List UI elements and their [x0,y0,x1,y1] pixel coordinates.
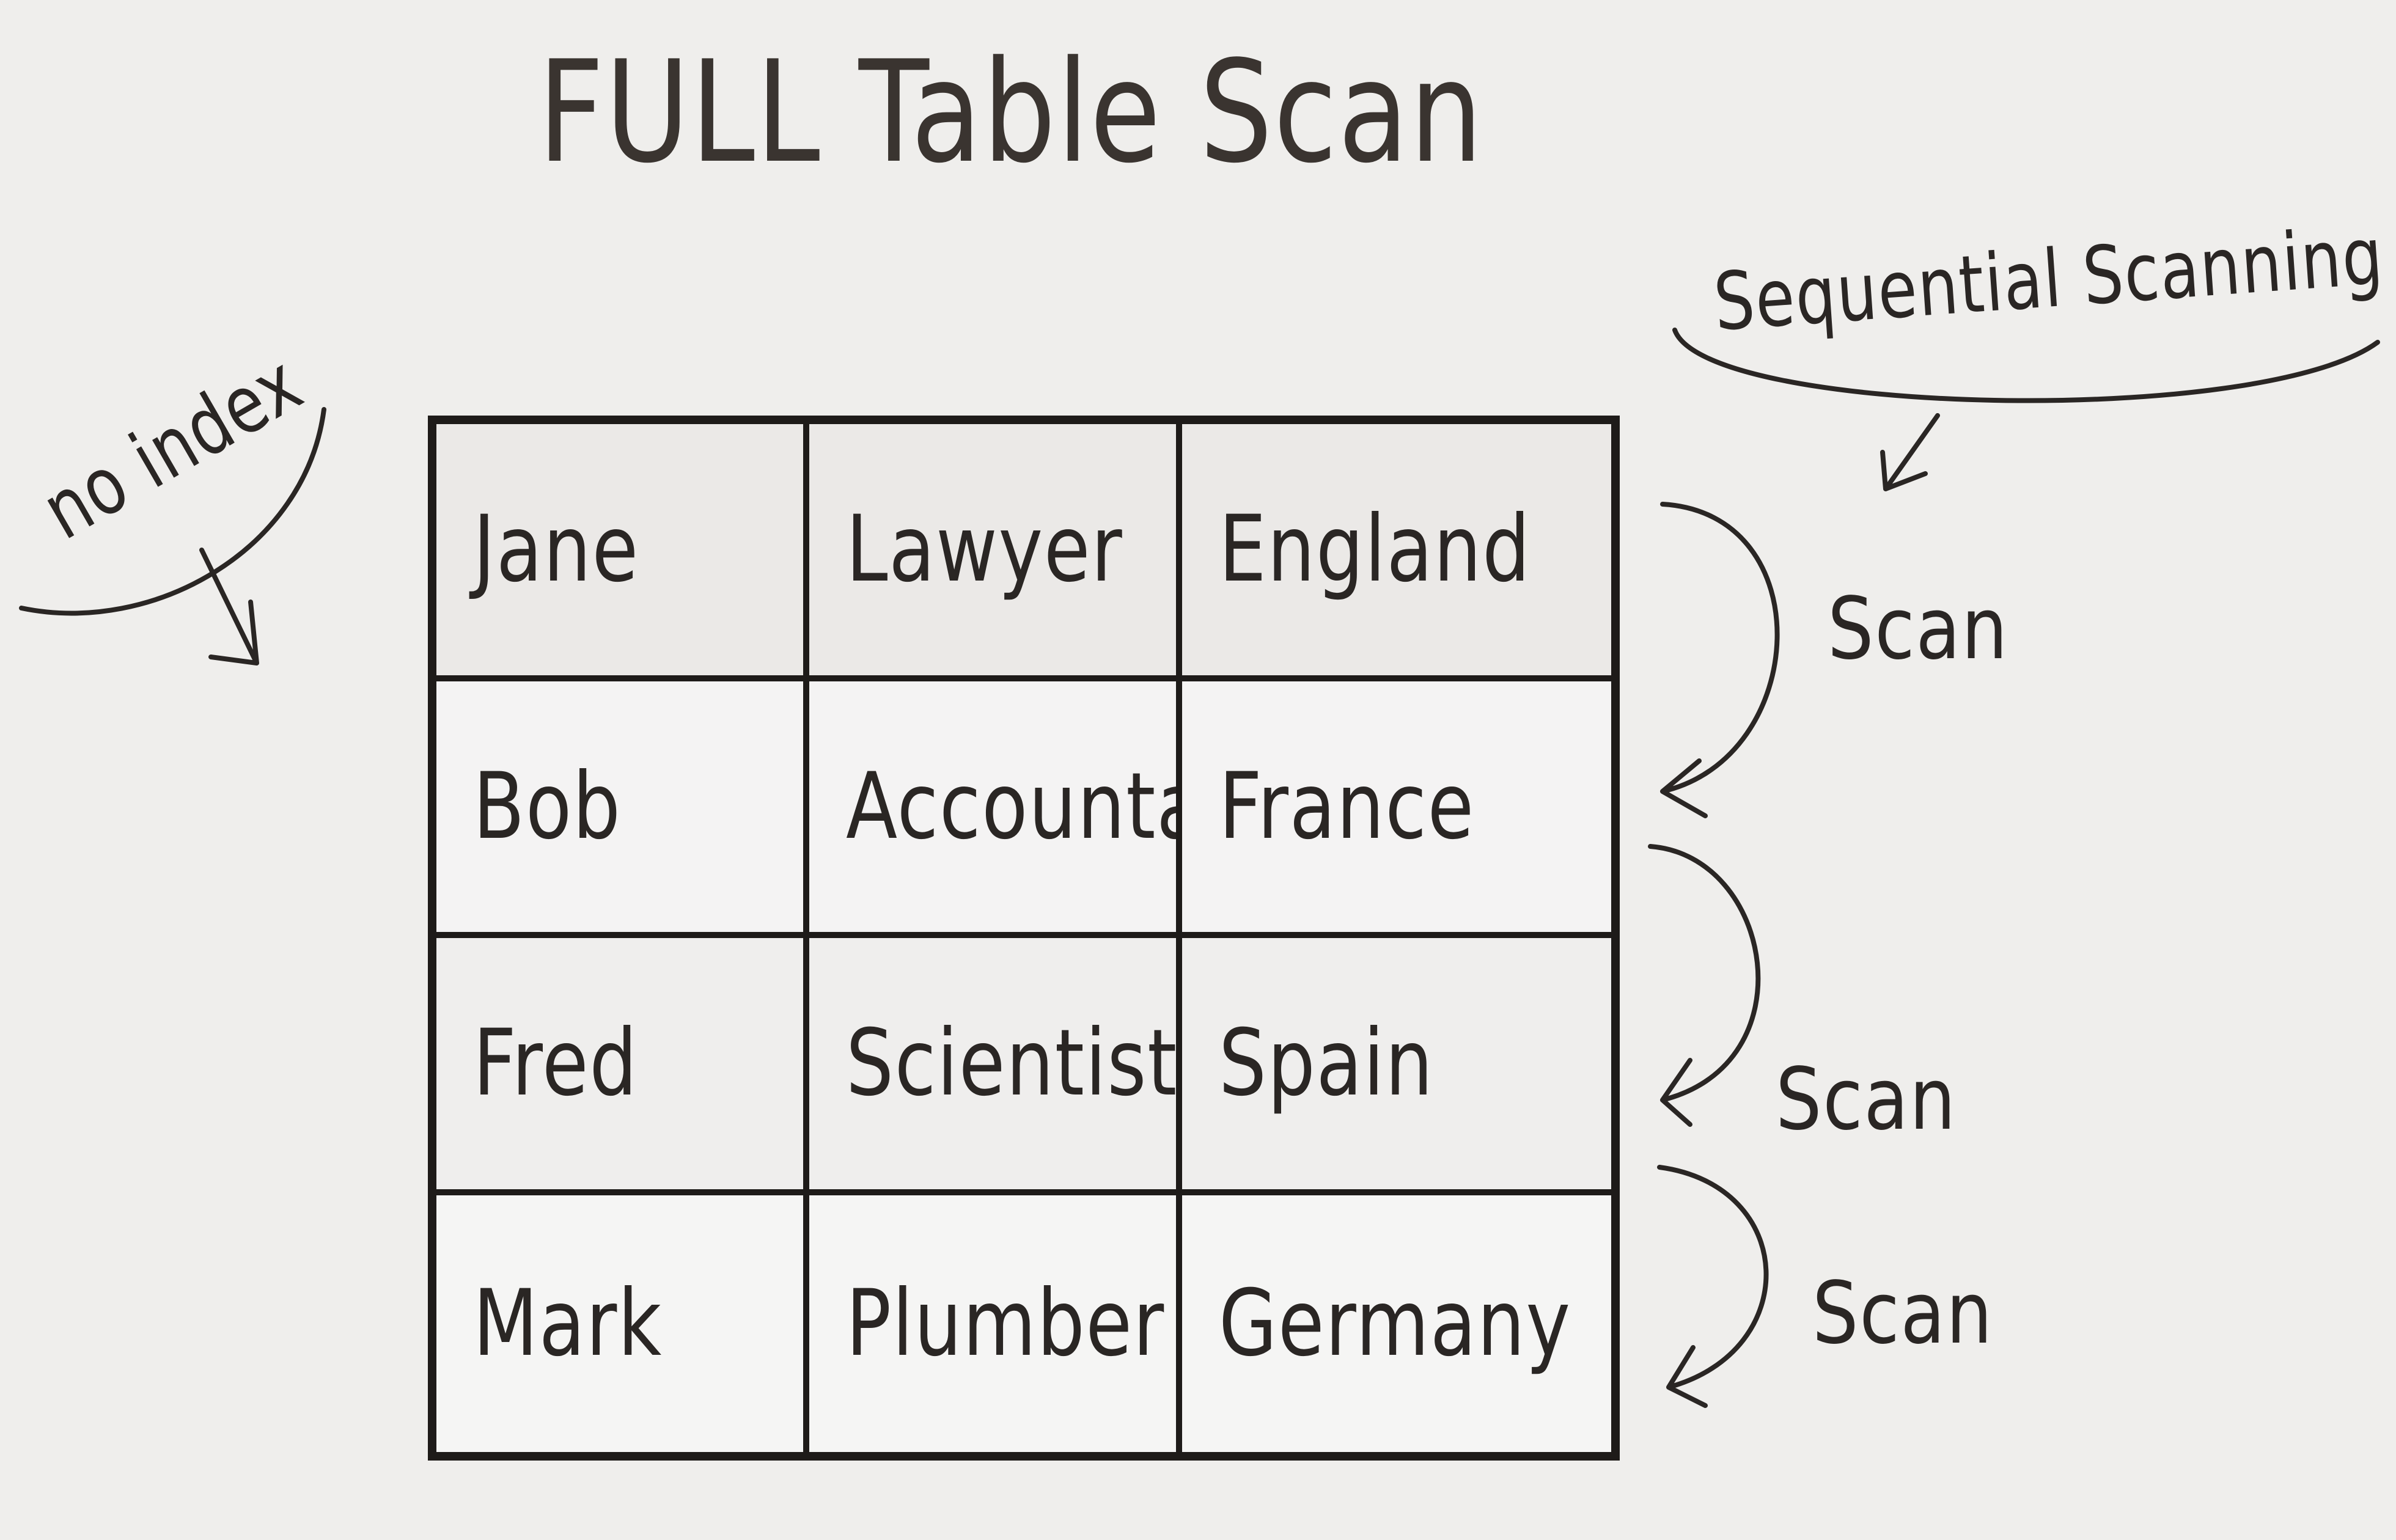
table-cell: Germany [1182,1195,1611,1452]
table-cell: England [1182,424,1611,681]
table-cell: Scientist [809,938,1182,1195]
no-index-down-arrow [199,548,259,666]
scan-label-2: Scan [1776,1050,1957,1150]
sequential-scanning-note: Sequential Scanning [1711,209,2387,349]
table-cell: Bob [436,681,809,938]
table-cell: Lawyer [809,424,1182,681]
diagram-title: FULL Table Scan [538,31,1484,194]
scan-arrow-3 [1657,1165,1769,1408]
table-cell: Mark [436,1195,809,1452]
table-cell: Spain [1182,938,1611,1195]
table-cell: Jane [436,424,809,681]
table-cell: Fred [436,938,809,1195]
table-cell: France [1182,681,1611,938]
scan-arrow-1 [1660,502,1780,818]
sequential-down-arrow [1880,413,1940,491]
data-table: Jane Lawyer England Bob Accountant Franc… [428,416,1620,1461]
scan-label-1: Scan [1828,579,2009,679]
table-cell: Accountant [809,681,1182,938]
no-index-note: no index [27,336,317,558]
scan-arrow-2 [1648,844,1761,1127]
scan-label-3: Scan [1812,1264,1994,1363]
table-cell: Plumber [809,1195,1182,1452]
